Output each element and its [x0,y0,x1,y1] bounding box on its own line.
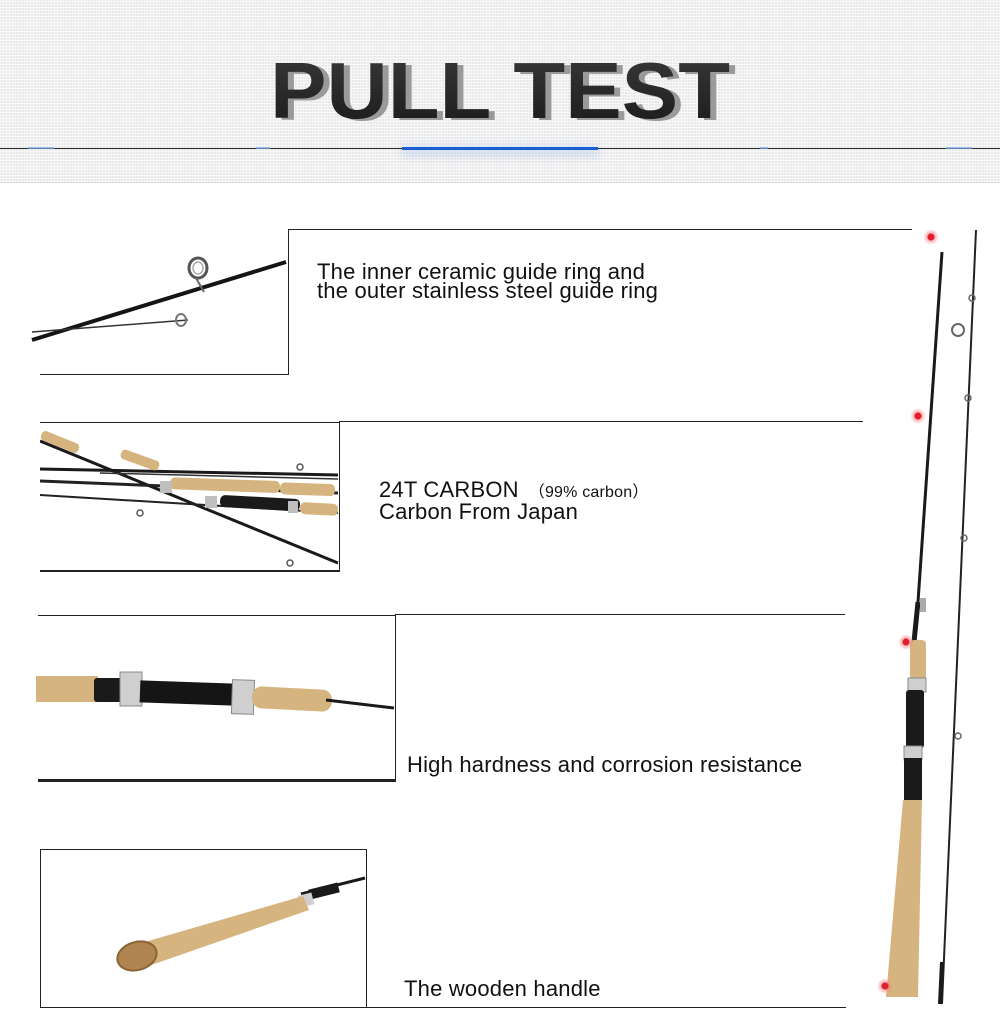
title-block: PULL TEST PULL TEST [262,50,738,130]
header-accent-bar [402,147,598,150]
title-shadow: PULL TEST [276,50,736,130]
title-3d-lettering: PULL TEST PULL TEST [270,50,736,130]
row-rule [40,1007,846,1008]
feature-caption-hardness: High hardness and corrosion resistance [407,752,803,777]
marker-dot [877,978,893,994]
row-rule [40,374,289,375]
rod-illustration [886,229,977,1005]
row-rule [40,570,340,572]
caption-line: Carbon From Japan [379,499,579,524]
reel-seat-photo [36,616,396,780]
row-rule [38,615,396,616]
divider-tick [760,147,768,149]
row-rule [38,779,396,782]
row-rule [40,849,367,850]
row-rule [395,614,396,782]
wooden-handle-photo [41,850,366,1007]
caption-line: 24T CARBON （99% carbon） [379,477,649,502]
guide-ring-photo [28,230,288,374]
divider-tick [28,147,54,149]
marker-dot [910,408,926,424]
carbon-percent-note: （99% carbon） [528,484,649,501]
feature-caption-handle: The wooden handle [404,976,601,1001]
row-rule [288,229,912,230]
divider-tick [256,147,270,149]
divider-tick [946,147,972,149]
row-rule [40,422,340,423]
carbon-grade-label: 24T CARBON [379,477,519,502]
carbon-blank-photo [40,423,339,570]
row-rule [288,229,289,375]
row-rule [339,421,863,422]
row-rule [366,849,367,1008]
marker-dot [898,634,914,650]
row-rule [339,422,340,571]
row-rule [40,849,41,1008]
marker-dot [923,229,939,245]
caption-line: The inner ceramic guide ring and [317,259,646,284]
caption-line: the outer stainless steel guide ring [317,278,659,303]
feature-caption-guide-rings: The inner ceramic guide ring and the out… [317,259,659,303]
header-banner: PULL TEST PULL TEST [0,0,1000,183]
page-title: PULL TEST [270,50,730,130]
feature-caption-carbon: 24T CARBON （99% carbon） Carbon From Japan [379,477,649,524]
row-rule [395,614,845,615]
